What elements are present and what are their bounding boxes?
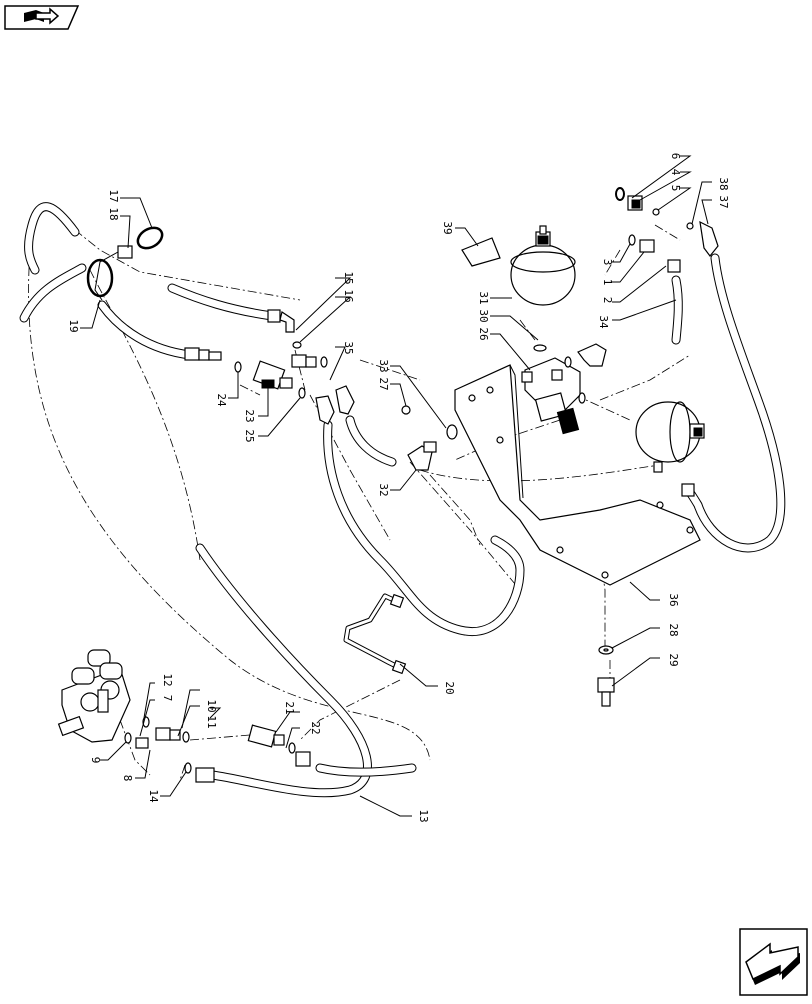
fitting-14 xyxy=(184,762,215,783)
accumulator-right xyxy=(635,401,705,463)
callout-2[interactable]: 2 xyxy=(601,297,614,304)
callout-11[interactable]: 11 xyxy=(205,715,218,728)
callout-32[interactable]: 32 xyxy=(377,483,390,496)
clamp-17 xyxy=(136,226,164,250)
callout-4[interactable]: 4 xyxy=(669,169,682,176)
callout-31[interactable]: 31 xyxy=(477,291,490,304)
callout-35[interactable]: 35 xyxy=(342,341,355,354)
callout-25[interactable]: 25 xyxy=(243,429,256,442)
tube-20 xyxy=(343,593,407,675)
callout-8[interactable]: 8 xyxy=(121,775,134,782)
callout-36[interactable]: 36 xyxy=(667,593,680,606)
callout-38[interactable]: 38 xyxy=(717,177,730,190)
callout-7[interactable]: 7 xyxy=(161,695,174,702)
callout-6[interactable]: 6 xyxy=(669,153,682,160)
callout-39[interactable]: 39 xyxy=(441,221,454,234)
callout-20[interactable]: 20 xyxy=(443,681,456,694)
callout-15[interactable]: 15 xyxy=(342,271,355,284)
fitting-16 xyxy=(291,341,328,368)
callout-19[interactable]: 19 xyxy=(67,319,80,332)
hose-15 xyxy=(167,283,277,321)
bracket-36 xyxy=(454,364,701,586)
fitting-hose-end-left xyxy=(184,309,295,361)
callout-26[interactable]: 26 xyxy=(477,327,490,340)
callout-18[interactable]: 18 xyxy=(107,207,120,220)
callout-34[interactable]: 34 xyxy=(597,315,610,329)
hose-37 xyxy=(683,253,786,553)
callout-29[interactable]: 29 xyxy=(667,653,680,666)
callout-30[interactable]: 30 xyxy=(477,309,490,322)
bolt-29 xyxy=(597,677,615,707)
callout-13[interactable]: 13 xyxy=(417,809,430,822)
callout-28[interactable]: 28 xyxy=(667,623,680,636)
callout-1[interactable]: 1 xyxy=(601,279,614,286)
washer-28 xyxy=(598,645,614,655)
fitting-21 xyxy=(247,724,311,767)
fittings-37-38 xyxy=(653,220,719,497)
callout-16[interactable]: 16 xyxy=(342,289,355,302)
fitting-23 xyxy=(252,360,293,390)
back-button[interactable] xyxy=(4,5,80,30)
fitting-24-ring xyxy=(234,361,242,373)
accumulator-31 xyxy=(510,225,576,306)
leader-lines xyxy=(80,155,712,817)
callout-9[interactable]: 9 xyxy=(89,757,102,764)
callout-33[interactable]: 33 xyxy=(377,359,390,372)
next-page-arrow-icon xyxy=(745,942,800,985)
fitting-25-ring xyxy=(298,387,306,399)
fitting-35 xyxy=(315,385,355,425)
valve-block-9 xyxy=(57,649,131,743)
valve-26 xyxy=(521,344,586,435)
callout-24[interactable]: 24 xyxy=(215,393,228,407)
book-arrow-icon xyxy=(24,7,60,25)
next-page-button[interactable] xyxy=(739,928,808,996)
hose-19 xyxy=(19,202,195,360)
elbow-right-26 xyxy=(577,343,607,367)
elbow-32 xyxy=(407,424,458,471)
callout-27[interactable]: 27 xyxy=(377,377,390,390)
tag-39 xyxy=(461,237,501,267)
hose-34 xyxy=(671,275,683,345)
hose-center-left xyxy=(323,415,525,637)
fittings-1-6 xyxy=(615,187,681,273)
clamp-18 xyxy=(86,245,133,301)
callout-12[interactable]: 12 xyxy=(161,673,174,686)
hose-13 xyxy=(195,543,417,798)
callout-21[interactable]: 21 xyxy=(283,701,296,714)
center-lines xyxy=(28,224,691,781)
callouts: 17 18 19 15 16 35 24 23 25 33 27 32 31 3… xyxy=(67,153,730,823)
callout-5[interactable]: 5 xyxy=(669,185,682,192)
callout-23[interactable]: 23 xyxy=(243,409,256,422)
fittings-7-12 xyxy=(124,716,190,749)
callout-17[interactable]: 17 xyxy=(107,189,120,202)
callout-10[interactable]: 10 xyxy=(205,699,218,712)
fitting-27 xyxy=(401,405,411,415)
callout-22[interactable]: 22 xyxy=(309,721,322,734)
callout-37[interactable]: 37 xyxy=(717,195,730,208)
callout-14[interactable]: 14 xyxy=(147,789,160,803)
callout-3[interactable]: 3 xyxy=(601,259,614,266)
